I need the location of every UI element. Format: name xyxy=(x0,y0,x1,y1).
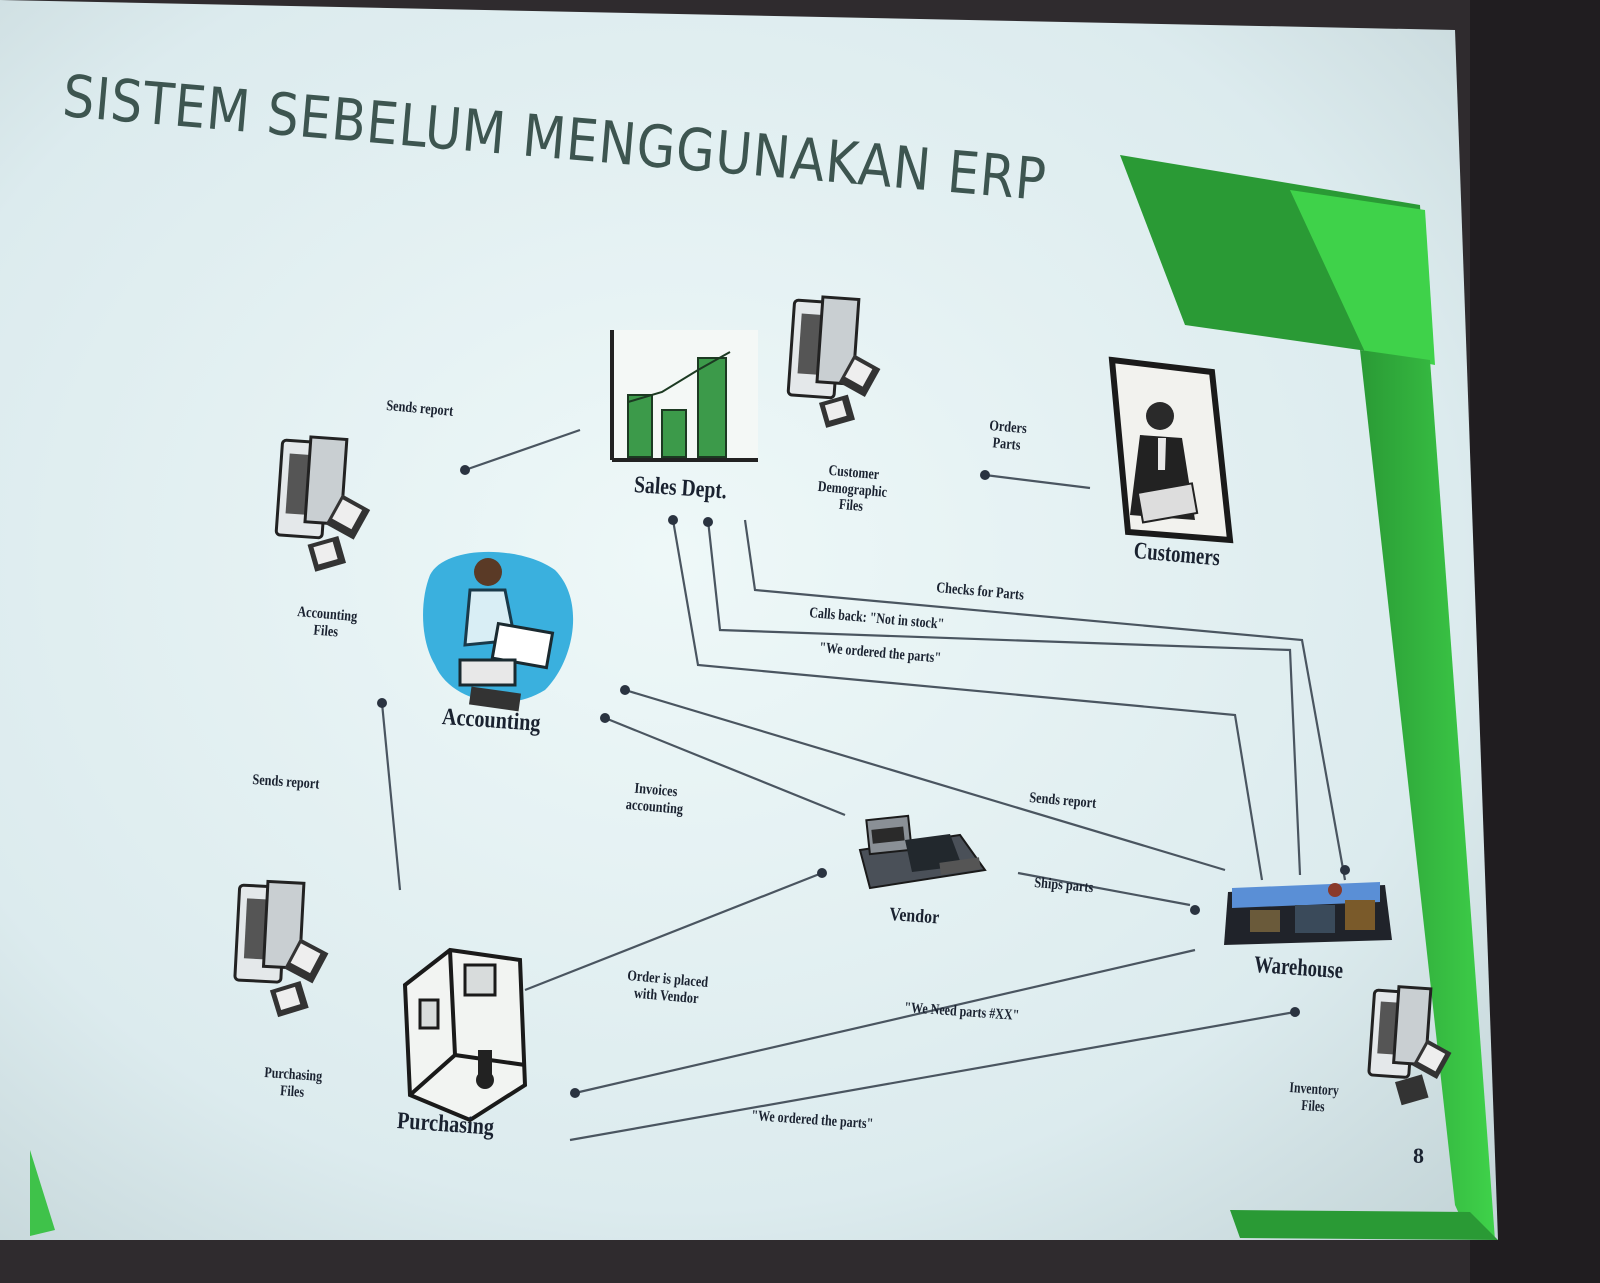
accountant-at-desk-icon xyxy=(423,551,574,712)
line-we-ordered-top xyxy=(671,519,1264,881)
line-customers-to-sales xyxy=(984,473,1091,490)
vendor-label: Vendor xyxy=(888,904,940,929)
inventory-files-label: Inventory Files xyxy=(1288,1080,1340,1116)
computer-files-icon xyxy=(233,879,329,1018)
line-calls-back xyxy=(706,519,1302,876)
computer-files-icon xyxy=(1367,985,1452,1106)
green-accent-bottom xyxy=(1230,1210,1498,1240)
line-vendor-to-warehouse xyxy=(1017,871,1191,907)
arrow-heads xyxy=(377,465,1350,1098)
edge-label-invoices-accounting: Invoices accounting xyxy=(625,780,685,818)
line-warehouse-to-purchasing xyxy=(574,948,1196,1095)
connector-lines xyxy=(380,428,1347,1142)
line-sales-to-accounting-files xyxy=(464,428,581,472)
edge-label-orders-parts: Orders Parts xyxy=(987,418,1028,454)
line-checks-for-parts xyxy=(743,519,1347,881)
line-purchasing-to-accounting-files xyxy=(380,702,402,891)
warehouse-icon xyxy=(1224,882,1392,945)
green-accent-right xyxy=(1360,350,1495,1240)
inventory-files-label-line-1: Inventory xyxy=(1288,1080,1340,1100)
computer-files-icon xyxy=(274,435,371,572)
office-cubicle-icon xyxy=(402,947,528,1123)
green-accent-left xyxy=(30,1150,55,1236)
businessman-portrait-icon xyxy=(1108,356,1234,544)
edge-label-order-placed: Order is placed with Vendor xyxy=(625,968,709,1008)
computer-files-icon xyxy=(786,295,881,428)
vendor-factory-icon xyxy=(858,814,987,890)
line-vendor-to-accounting xyxy=(604,716,846,817)
bar-chart-icon xyxy=(610,330,758,462)
line-purchasing-to-vendor xyxy=(524,871,823,992)
purchasing-files-label: Purchasing Files xyxy=(263,1065,323,1102)
slide-page-number: 8 xyxy=(1413,1143,1424,1168)
accounting-files-label: Accounting Files xyxy=(295,604,358,642)
slide-surface xyxy=(0,0,1498,1240)
customer-files-label: Customer Demographic Files xyxy=(816,462,889,517)
green-accent-top-light xyxy=(1290,190,1435,365)
edge-label-orders-parts-line-2: Parts xyxy=(991,434,1022,454)
line-warehouse-to-accounting xyxy=(624,688,1226,872)
line-purchasing-to-warehouse xyxy=(569,1010,1296,1142)
